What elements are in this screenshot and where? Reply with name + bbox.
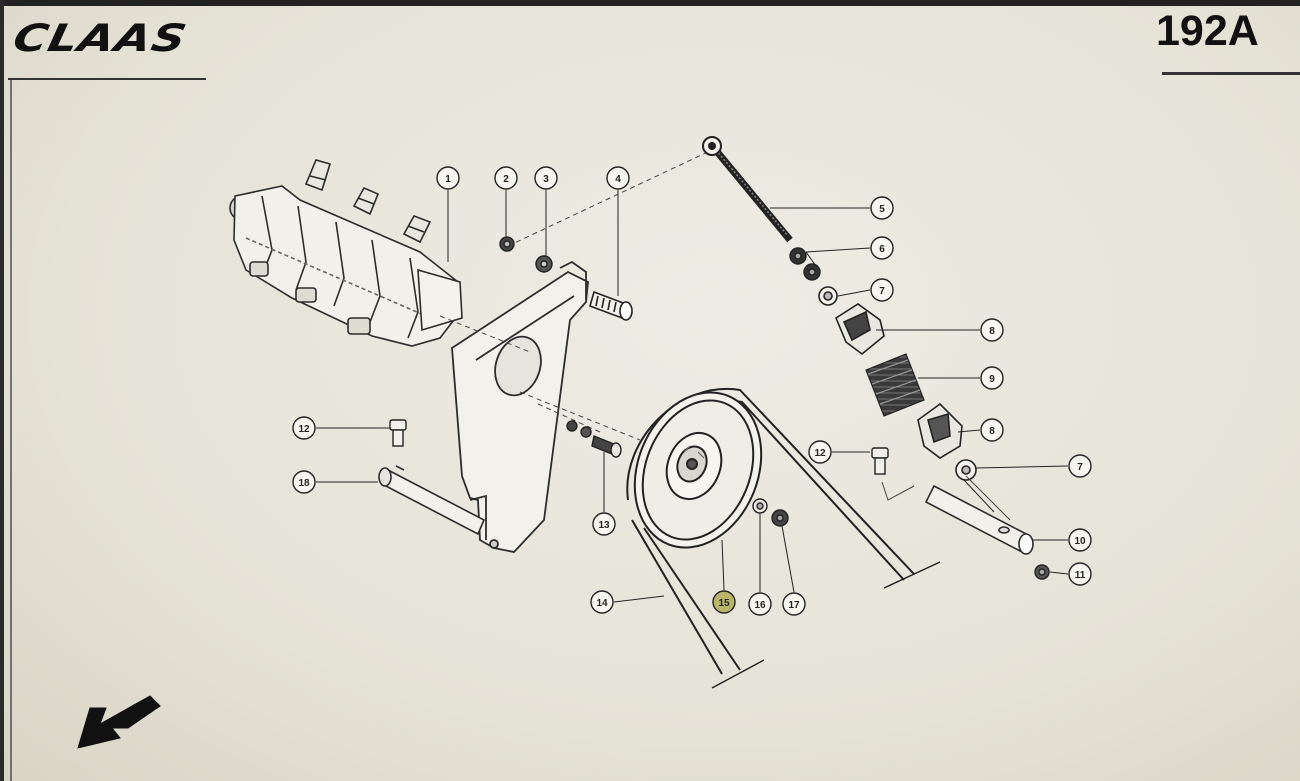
washer-7-top <box>818 286 838 306</box>
callout-c3: 3 <box>534 166 558 190</box>
left-margin-rule <box>10 80 12 781</box>
nuts-6 <box>789 247 821 281</box>
nut-11 <box>1034 564 1050 580</box>
frame-left-border <box>0 0 4 781</box>
pin-18 <box>378 465 486 536</box>
pivot-pin-10 <box>924 475 1034 555</box>
svg-text:12: 12 <box>298 424 310 435</box>
callout-c7a: 7 <box>870 278 894 302</box>
callout-c18: 18 <box>292 470 316 494</box>
arrow-down-left-icon[interactable] <box>77 695 161 749</box>
hydraulic-pump-assembly <box>229 159 463 347</box>
callout-c9: 9 <box>980 366 1004 390</box>
callout-c8b: 8 <box>980 418 1004 442</box>
callout-c12b: 12 <box>808 440 832 464</box>
callout-c5: 5 <box>870 196 894 220</box>
callout-c14: 14 <box>590 590 614 614</box>
svg-text:10: 10 <box>1074 536 1086 547</box>
svg-text:12: 12 <box>814 448 826 459</box>
svg-text:11: 11 <box>1075 570 1086 581</box>
nut-17 <box>771 509 789 527</box>
callout-c16: 16 <box>748 592 772 616</box>
svg-text:13: 13 <box>598 520 610 531</box>
svg-text:7: 7 <box>879 286 885 297</box>
page-number: 192A <box>1156 7 1259 55</box>
svg-text:2: 2 <box>503 174 509 185</box>
callout-c10: 10 <box>1068 528 1092 552</box>
callout-c17: 17 <box>782 592 806 616</box>
pulley-15 <box>633 391 763 549</box>
svg-text:17: 17 <box>788 600 800 611</box>
svg-text:8: 8 <box>989 426 995 437</box>
callout-c13: 13 <box>592 512 616 536</box>
svg-text:1: 1 <box>445 174 451 185</box>
svg-text:3: 3 <box>543 174 549 185</box>
spring-cup-8-bottom <box>917 402 963 459</box>
leader-lines <box>316 190 1069 603</box>
callout-c15: 15 <box>712 590 736 614</box>
callout-c7b: 7 <box>1068 454 1092 478</box>
header-rule-right <box>1162 72 1300 75</box>
compression-spring-9 <box>865 353 925 417</box>
frame-top-border <box>0 0 1300 6</box>
bolt-4 <box>589 290 633 321</box>
washer-7-bottom <box>955 459 977 481</box>
svg-text:6: 6 <box>879 244 885 255</box>
mounting-plate <box>451 260 589 553</box>
svg-text:7: 7 <box>1077 462 1083 473</box>
callout-c1: 1 <box>436 166 460 190</box>
svg-text:4: 4 <box>615 174 621 185</box>
svg-text:15: 15 <box>718 598 730 609</box>
bolt-12-left <box>389 419 407 447</box>
svg-text:16: 16 <box>754 600 766 611</box>
callout-c6: 6 <box>870 236 894 260</box>
alignment-lines <box>439 149 713 441</box>
callout-c8a: 8 <box>980 318 1004 342</box>
callout-c12a: 12 <box>292 416 316 440</box>
header-rule-left <box>8 78 206 80</box>
washer-3 <box>535 255 553 273</box>
callout-c11: 11 <box>1068 562 1092 586</box>
bolt-13 <box>566 420 622 458</box>
callout-c2: 2 <box>494 166 518 190</box>
callouts: 1 2 3 4 5 6 7 <box>292 166 1092 616</box>
svg-text:5: 5 <box>879 204 885 215</box>
svg-text:14: 14 <box>596 598 608 609</box>
callout-c4: 4 <box>606 166 630 190</box>
washer-16 <box>752 498 768 514</box>
tension-rod-5 <box>702 136 793 243</box>
svg-text:8: 8 <box>989 326 995 337</box>
spring-cup-8-top <box>835 303 885 356</box>
svg-text:18: 18 <box>298 478 310 489</box>
bolt-12-right <box>871 447 915 501</box>
svg-text:9: 9 <box>989 374 995 385</box>
nut-2 <box>499 236 515 252</box>
